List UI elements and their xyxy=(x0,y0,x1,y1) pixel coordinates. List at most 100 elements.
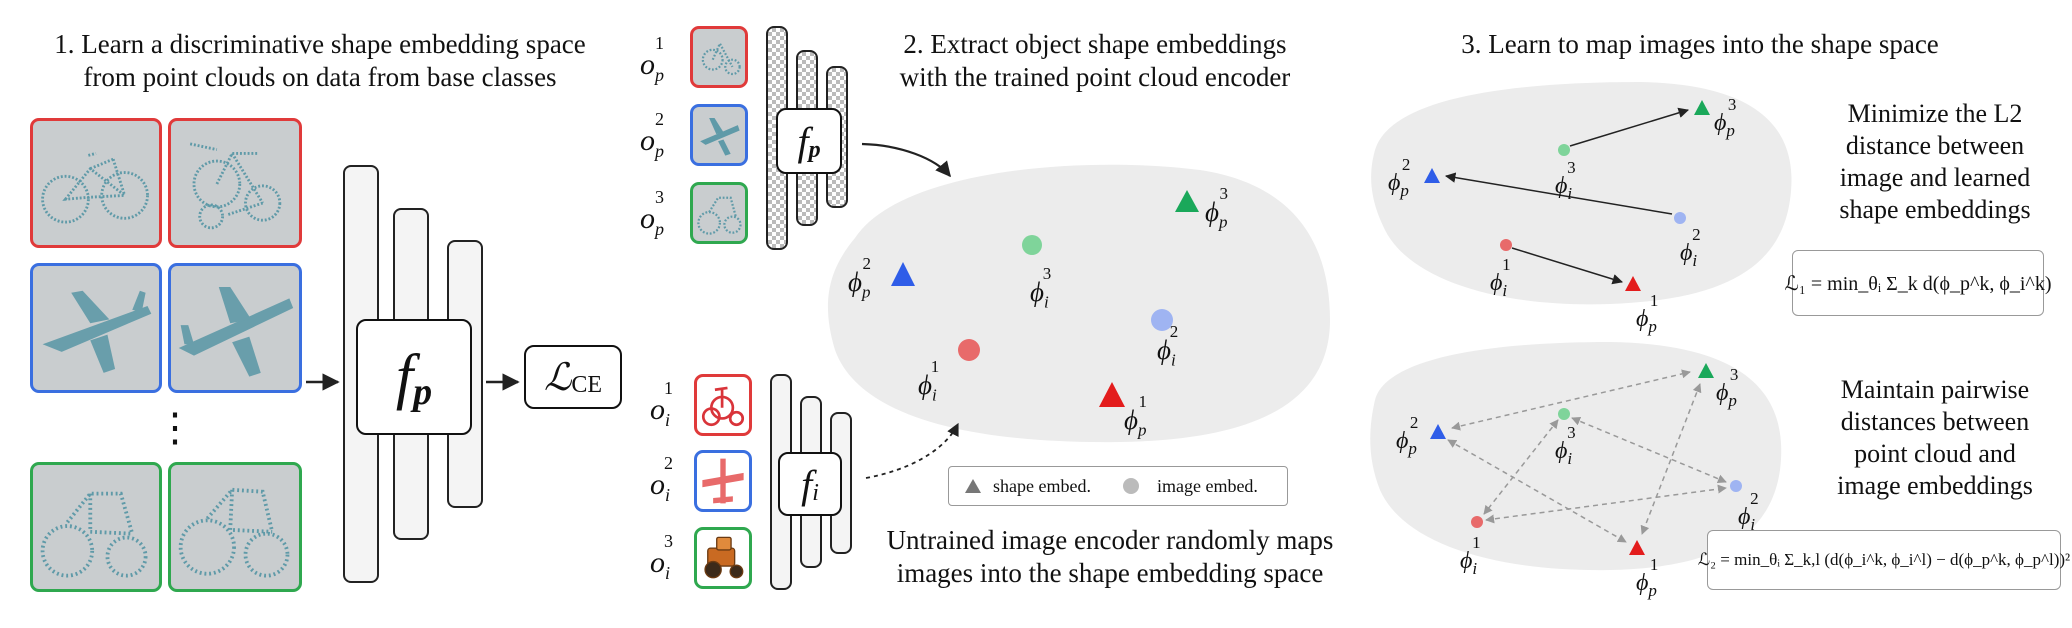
toy-tractor-image-icon xyxy=(704,536,744,579)
legend-shape-label: shape embed. xyxy=(993,475,1091,496)
label-base: o xyxy=(640,202,655,235)
pointcloud-bicycle xyxy=(30,118,162,248)
top-shape-embed-p2 xyxy=(1424,168,1440,183)
emb-sub: i xyxy=(1502,280,1508,300)
step2-title-line1: 2. Extract object shape embeddings xyxy=(903,29,1287,59)
image-embed-marker-i2 xyxy=(1151,309,1173,331)
image-input-label-1: oi1 xyxy=(650,378,679,435)
top-label-p1: ϕp1 xyxy=(1636,291,1665,340)
label-base: o xyxy=(650,546,665,579)
emb-sym: ϕ xyxy=(1714,110,1727,136)
emb-sym: ϕ xyxy=(1490,270,1503,296)
emb-sym: ϕ xyxy=(1396,428,1409,454)
emb-sup: 2 xyxy=(1750,489,1759,508)
point-encoder-symbol: f xyxy=(797,118,809,164)
emb-sub: i xyxy=(1472,558,1478,578)
image-input-thumb-3 xyxy=(694,527,752,589)
bottom-description: Maintain pairwise distances between poin… xyxy=(1800,374,2070,502)
emb-sub: i xyxy=(1170,350,1176,370)
tricycle-pointcloud-icon xyxy=(189,142,282,230)
label-sub: p xyxy=(655,219,664,239)
bottom-description-line2: distances between xyxy=(1840,407,2030,436)
label-sub: p xyxy=(655,65,664,85)
pointcloud-tricycle xyxy=(168,118,302,248)
top-description-line2: distance between xyxy=(1845,131,2025,160)
l1-loss-formula: ℒ₁ = min_θᵢ Σ_k d(ϕ_p^k, ϕ_i^k) xyxy=(1785,250,2051,316)
emb-sym: ϕ xyxy=(1157,335,1171,365)
emb-sup: 3 xyxy=(1567,423,1576,442)
top-pull-arrow-3 xyxy=(1569,107,1690,147)
emb-label-i3: ϕi3 xyxy=(1030,264,1057,315)
emb-sub: p xyxy=(861,282,871,302)
airplane-image-icon xyxy=(702,458,744,504)
label-sup: 3 xyxy=(655,187,664,207)
step3-top-blob xyxy=(1371,82,1792,305)
emb-sub: i xyxy=(1692,250,1698,270)
emb-sub: p xyxy=(1408,438,1417,458)
l2-formula-text: ℒ₂ = min_θᵢ Σ_k,l (d(ϕ_i^k, ϕ_i^l) − d(ϕ… xyxy=(1697,550,2071,569)
label-sup: 1 xyxy=(664,378,674,398)
emb-sym: ϕ xyxy=(1555,173,1568,199)
pairwise-i3-i2 xyxy=(1571,416,1727,484)
bottom-image-embed-i2 xyxy=(1730,480,1742,492)
bottom-description-line4: image embeddings xyxy=(1837,471,2033,500)
emb-sup: 2 xyxy=(1169,322,1179,341)
pairwise-p2-p3 xyxy=(1451,369,1691,431)
emb-sub: p xyxy=(1218,212,1228,232)
image-input-label-2: oi2 xyxy=(650,453,679,510)
step1-title: 1. Learn a discriminative shape embeddin… xyxy=(10,28,630,94)
shape-input-label-2: op2 xyxy=(640,109,673,166)
top-image-embed-i1 xyxy=(1500,239,1512,251)
bottom-shape-embed-p2 xyxy=(1430,424,1446,439)
top-label-i3: ϕi3 xyxy=(1555,158,1581,207)
top-image-embed-i2 xyxy=(1674,212,1686,224)
label-sub: i xyxy=(665,410,671,430)
emb-sub: i xyxy=(1567,448,1573,468)
emb-sym: ϕ xyxy=(1716,380,1729,406)
emb-sub: i xyxy=(1750,514,1756,534)
emb-sub: p xyxy=(1648,580,1657,600)
bottom-image-embed-i1 xyxy=(1471,516,1483,528)
emb-label-p1: ϕp1 xyxy=(1124,392,1155,443)
emb-label-i1: ϕi1 xyxy=(918,357,945,408)
emb-sup: 2 xyxy=(1692,225,1701,244)
airplane-pointcloud-icon xyxy=(700,117,740,156)
image-encoder-subscript: i xyxy=(812,479,819,506)
emb-sym: ϕ xyxy=(1680,240,1693,266)
arrow-point-encoder-to-space xyxy=(861,142,951,178)
emb-sym: ϕ xyxy=(918,370,932,400)
emb-sub: p xyxy=(1648,316,1657,336)
emb-sub: p xyxy=(1726,120,1735,140)
tractor-pointcloud-icon xyxy=(697,196,742,235)
emb-sup: 2 xyxy=(1409,413,1419,432)
top-description-line1: Minimize the L2 xyxy=(1847,99,2023,128)
bottom-label-i3: ϕi3 xyxy=(1555,423,1581,472)
circle-legend-icon xyxy=(1122,478,1139,494)
top-description: Minimize the L2 distance between image a… xyxy=(1800,98,2070,226)
emb-sup: 1 xyxy=(1649,555,1659,574)
bottom-label-i2: ϕi2 xyxy=(1738,489,1764,538)
bottom-description-line1: Maintain pairwise xyxy=(1840,375,2030,404)
bottom-shape-embed-p1 xyxy=(1629,540,1645,555)
emb-sub: p xyxy=(1137,420,1147,440)
image-input-thumb-2 xyxy=(694,450,752,512)
embedding-space-blob xyxy=(827,164,1330,443)
emb-sym: ϕ xyxy=(1030,277,1044,307)
arrow-image-encoder-to-space xyxy=(865,422,959,479)
emb-label-i2: ϕi 2 xyxy=(1157,322,1184,373)
image-embed-marker-i3 xyxy=(1022,235,1042,255)
label-sup: 2 xyxy=(655,109,664,129)
l2-loss-formula: ℒ₂ = min_θᵢ Σ_k,l (d(ϕ_i^k, ϕ_i^l) − d(ϕ… xyxy=(1698,530,2070,590)
emb-sub: p xyxy=(1400,180,1409,200)
top-description-line3: image and learned xyxy=(1839,163,2031,192)
embedding-legend: shape embed. image embed. xyxy=(948,466,1288,506)
emb-label-p2: ϕp2 xyxy=(848,254,879,305)
emb-label-p3: ϕp3 xyxy=(1205,184,1236,235)
image-encoder-symbol: f xyxy=(801,461,813,507)
image-embed-marker-i1 xyxy=(958,339,980,361)
encoder-subscript: p xyxy=(413,371,433,413)
bottom-label-p2: ϕp 2 xyxy=(1396,413,1425,462)
emb-sym: ϕ xyxy=(1636,570,1649,596)
pairwise-i1-i2 xyxy=(1485,484,1727,524)
